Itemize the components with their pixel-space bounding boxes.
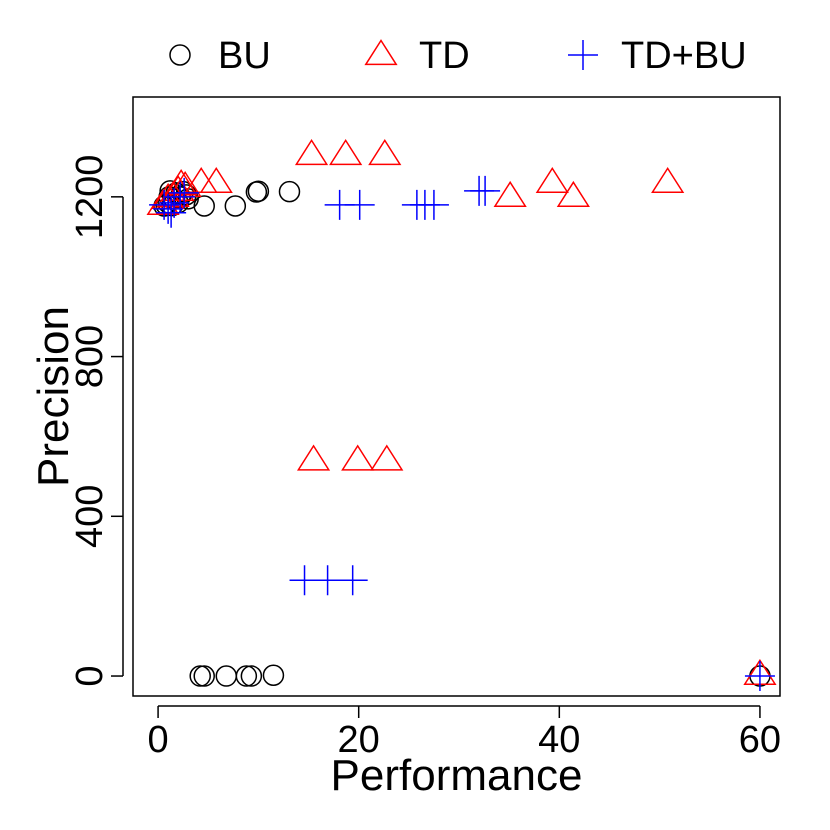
plot-area	[132, 96, 781, 697]
data-point	[744, 661, 775, 692]
data-point	[296, 444, 331, 471]
data-point	[262, 664, 285, 686]
data-point	[341, 444, 375, 471]
data-point	[169, 177, 200, 208]
data-point	[294, 139, 329, 166]
y-axis-title: Precision	[29, 306, 78, 487]
legend-label: TD	[419, 35, 470, 77]
data-point	[165, 181, 196, 212]
data-point	[164, 168, 198, 196]
data-point	[153, 193, 184, 224]
data-point	[199, 166, 233, 194]
legend: BU TD TD+BU	[169, 35, 747, 77]
data-point	[240, 665, 263, 687]
data-point	[418, 189, 449, 220]
data-point	[329, 139, 363, 166]
data-point	[224, 195, 247, 217]
data-point	[368, 139, 402, 166]
data-point	[193, 665, 215, 687]
data-point	[535, 166, 569, 194]
x-tick-label: 20	[338, 719, 380, 761]
data-point	[556, 180, 590, 208]
data-points	[146, 139, 777, 692]
axes: 0 20 40 60 0 400 800 1200	[69, 155, 781, 761]
x-tick-label: 60	[739, 719, 781, 761]
data-point	[337, 565, 368, 596]
data-point	[235, 665, 258, 687]
legend-marker	[364, 39, 398, 66]
data-point	[193, 195, 215, 217]
data-point	[278, 180, 301, 203]
legend-label: BU	[218, 35, 271, 77]
data-point	[247, 180, 270, 202]
data-point	[370, 444, 404, 471]
y-tick-label: 0	[69, 665, 111, 686]
x-tick-label: 0	[148, 719, 169, 761]
data-point	[493, 180, 527, 208]
data-point	[344, 189, 375, 220]
legend-marker	[568, 40, 598, 70]
data-point	[651, 166, 685, 194]
legend-marker	[169, 44, 191, 66]
legend-label: TD+BU	[621, 35, 747, 77]
y-tick-label: 1200	[69, 155, 111, 240]
data-point	[189, 665, 211, 687]
y-tick-label: 400	[69, 485, 111, 548]
x-axis-title: Performance	[331, 751, 583, 800]
data-point	[470, 175, 501, 206]
series-td-bu	[149, 175, 775, 692]
data-point	[312, 565, 343, 596]
y-tick-label: 800	[69, 325, 111, 388]
x-tick-label: 40	[538, 719, 580, 761]
